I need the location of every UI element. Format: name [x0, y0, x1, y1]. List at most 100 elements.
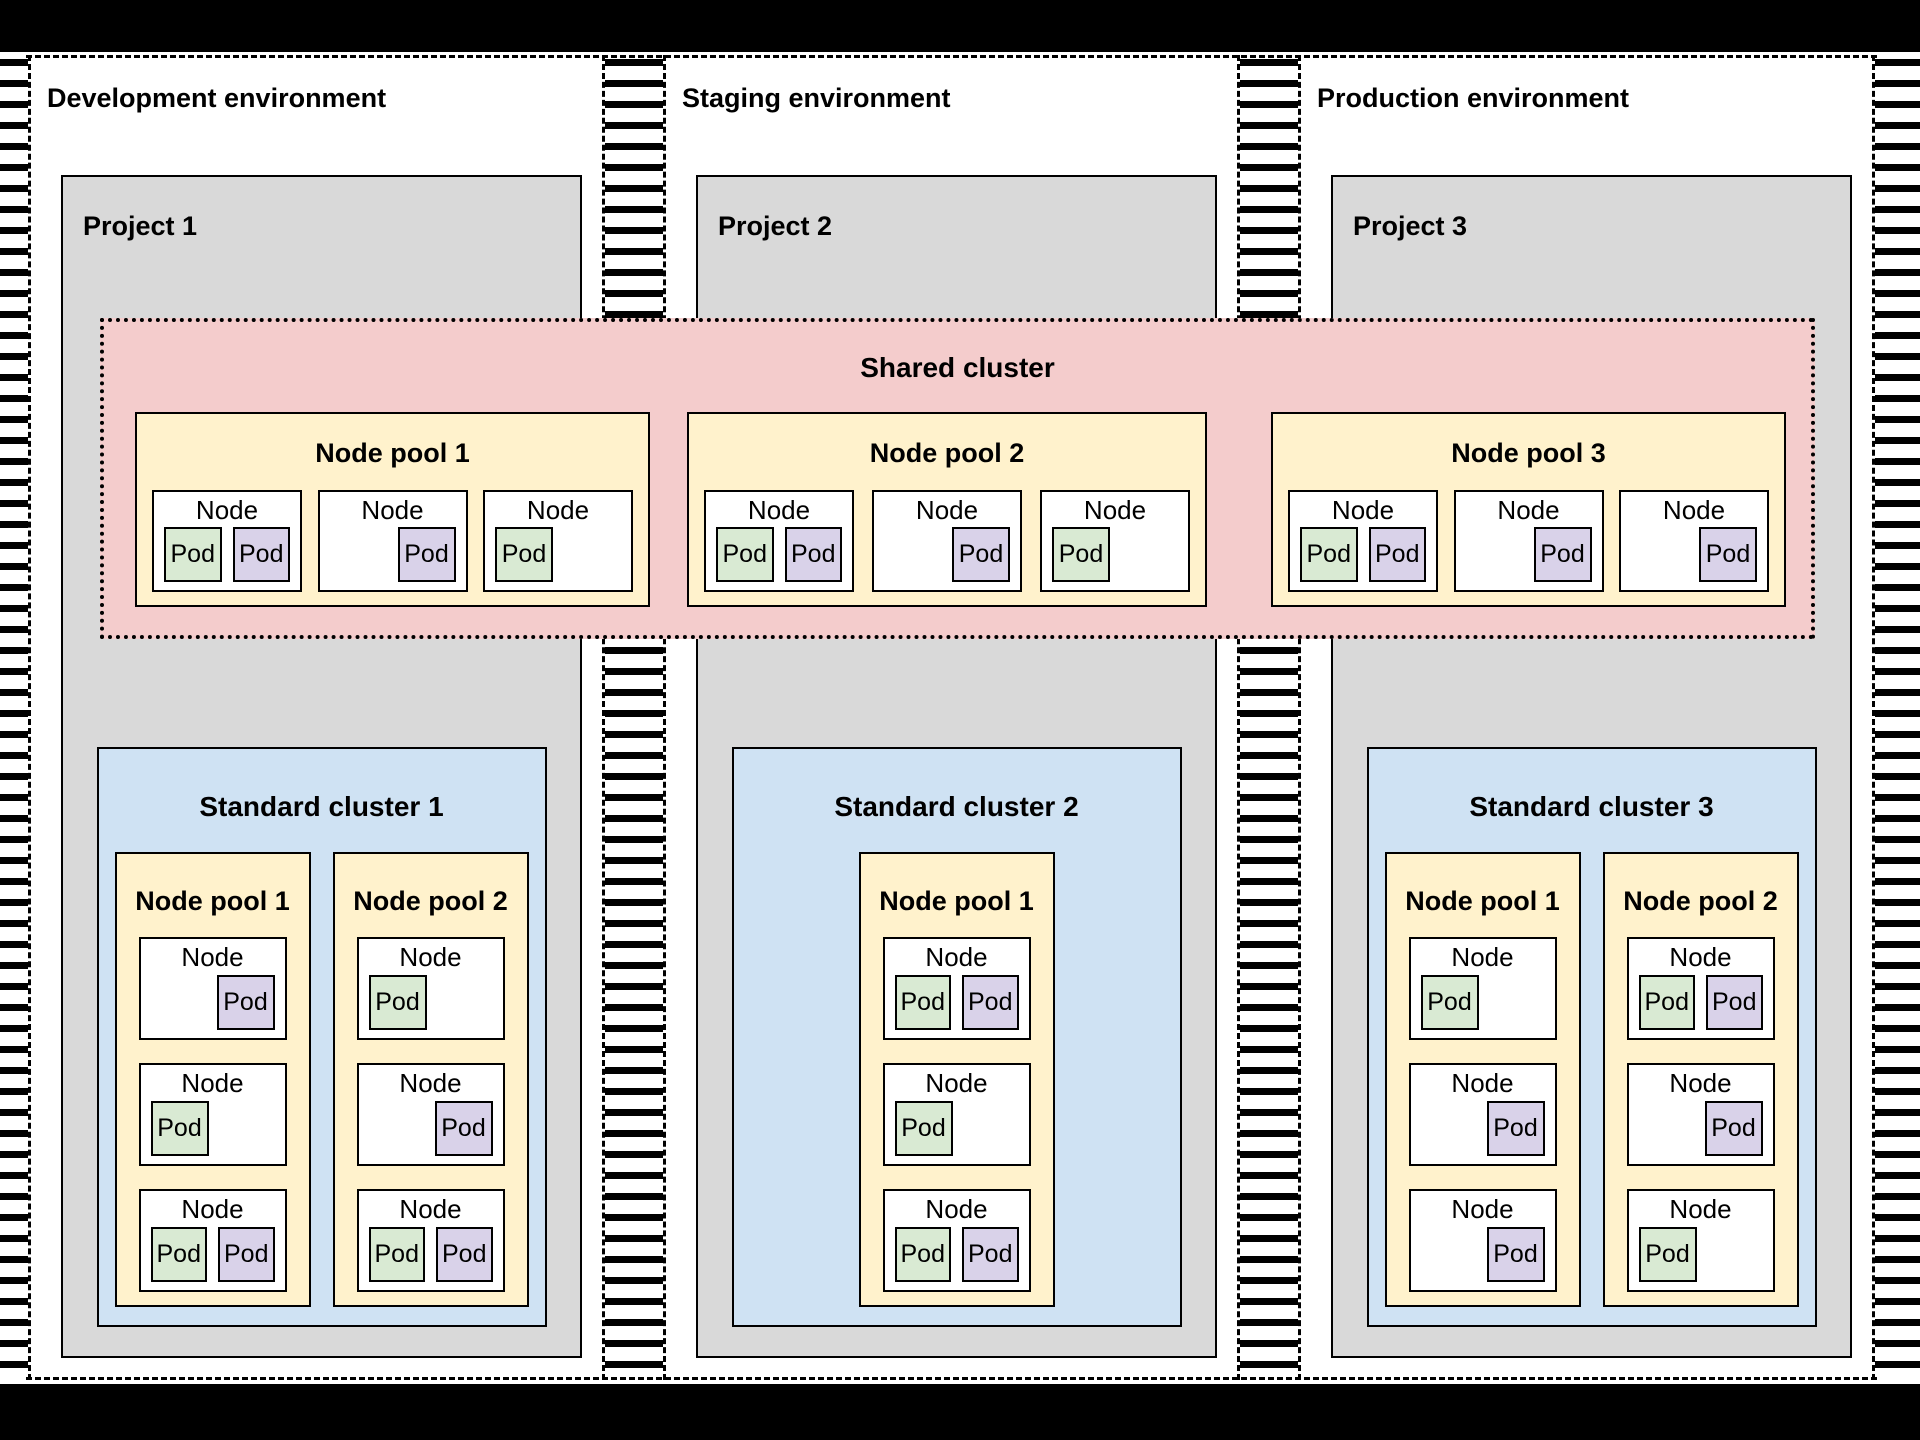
pods-row: Pod — [150, 1101, 275, 1156]
node-label: Node — [1669, 1194, 1732, 1224]
shared-cluster-title: Shared cluster — [860, 352, 1055, 383]
node-label: Node — [925, 1068, 988, 1098]
node-pool-title: Node pool 1 — [879, 886, 1034, 916]
node-label: Node — [181, 1068, 244, 1098]
node-label: Node — [925, 942, 988, 972]
standard-cluster-title: Standard cluster 3 — [1469, 791, 1714, 822]
environment-production: Production environment Project 3 Standar… — [1298, 55, 1875, 1380]
environment-title: Staging environment — [682, 83, 951, 113]
pod-box-green: Pod — [1420, 975, 1479, 1030]
pods-row: Pod — [1466, 527, 1592, 582]
node-label: Node — [915, 495, 979, 525]
node-label: Node — [181, 942, 244, 972]
node-label: Node — [1451, 1068, 1514, 1098]
pod-box-green: Pod — [368, 975, 427, 1030]
pods-row: Pod — [1639, 1101, 1763, 1156]
pod-box-green: Pod — [894, 975, 951, 1030]
pod-box-purple: Pod — [962, 1227, 1019, 1282]
node-label: Node — [925, 1194, 988, 1224]
pod-box-green: Pod — [894, 1227, 951, 1282]
pods-row: Pod — [1638, 1227, 1763, 1282]
pods-row: Pod — [368, 975, 493, 1030]
pods-row: Pod — [1421, 1227, 1545, 1282]
node-label: Node — [526, 495, 590, 525]
pod-box-purple: Pod — [232, 527, 290, 582]
pod-box-purple: Pod — [1706, 975, 1763, 1030]
node-pool-title: Node pool 3 — [1451, 438, 1606, 468]
pods-row: Pod — [151, 975, 275, 1030]
pod-box-purple: Pod — [218, 1227, 275, 1282]
pod-box-purple: Pod — [1699, 527, 1757, 582]
node-label: Node — [181, 1194, 244, 1224]
diagram-content: Development environment Project 1 Standa… — [0, 52, 1920, 1384]
node-label: Node — [399, 1068, 462, 1098]
node-label: Node — [1451, 1194, 1514, 1224]
node-label: Node — [399, 1194, 462, 1224]
pods-row: Pod — [369, 1101, 493, 1156]
pod-box-purple: Pod — [1704, 1101, 1763, 1156]
project-title: Project 1 — [83, 211, 198, 241]
pod-box-purple: Pod — [784, 527, 842, 582]
environment-staging: Staging environment Project 2 Standard c… — [663, 55, 1240, 1380]
pod-box-purple: Pod — [434, 1101, 493, 1156]
pod-box-purple: Pod — [1486, 1101, 1545, 1156]
pod-box-green: Pod — [1638, 1227, 1697, 1282]
node-label: Node — [1662, 495, 1726, 525]
pod-box-purple: Pod — [216, 975, 275, 1030]
node-pool-title: Node pool 2 — [1623, 886, 1778, 916]
pod-box-purple: Pod — [1368, 527, 1426, 582]
node-label: Node — [1083, 495, 1147, 525]
standard-cluster-title: Standard cluster 2 — [834, 791, 1079, 822]
node-label: Node — [1669, 942, 1732, 972]
pods-row: Pod — [894, 1101, 1019, 1156]
environments-top-dashed-border — [26, 55, 1877, 58]
pod-box-purple: Pod — [436, 1227, 493, 1282]
node-label: Node — [1497, 495, 1560, 525]
pods-row: Pod — [330, 527, 456, 582]
pod-box-green: Pod — [150, 1101, 209, 1156]
pod-box-green: Pod — [716, 527, 774, 582]
node-pool-title: Node pool 1 — [135, 886, 290, 916]
node-label: Node — [1331, 495, 1395, 525]
pod-box-green: Pod — [1300, 527, 1358, 582]
node-label: Node — [1451, 942, 1514, 972]
node-label: Node — [399, 942, 462, 972]
pods-row: Pod — [1420, 975, 1545, 1030]
pod-box-green: Pod — [368, 1227, 425, 1282]
